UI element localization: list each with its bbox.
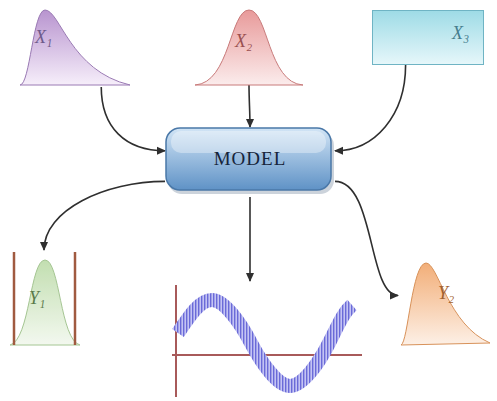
flow-arrow: [44, 181, 165, 250]
flow-arrow: [335, 181, 398, 295]
signal-band: [178, 300, 352, 386]
flow-arrow: [335, 65, 406, 151]
flow-arrow: [249, 85, 250, 127]
variable-label: Y₁: [29, 288, 45, 309]
input-distribution: X₃: [372, 10, 484, 65]
bell-curve: [10, 260, 80, 345]
uniform-block: [373, 11, 484, 65]
plot-axis: [172, 354, 362, 356]
input-distribution: X₂: [195, 5, 303, 85]
skewed-curve: [401, 263, 490, 345]
variable-label: Y₂: [438, 283, 454, 304]
input-distribution: X₁: [15, 5, 130, 87]
flow-arrow: [101, 87, 165, 151]
variable-label: X₃: [452, 23, 469, 44]
box-label: MODEL: [214, 148, 287, 170]
output-arrow: [249, 197, 251, 281]
model-box: MODEL: [165, 127, 335, 195]
variable-label: X₁: [35, 27, 52, 48]
distribution-shape: [15, 5, 130, 87]
bell-curve: [195, 10, 303, 85]
box-outline: [166, 128, 331, 190]
bound-bar: [13, 252, 16, 345]
plot-axis: [175, 285, 177, 397]
skewed-curve: [20, 10, 130, 85]
variable-label: X₂: [235, 31, 252, 52]
bound-bar: [74, 252, 77, 345]
output-distribution: Y₂: [398, 255, 490, 345]
output-distribution: Y₁: [5, 250, 83, 345]
